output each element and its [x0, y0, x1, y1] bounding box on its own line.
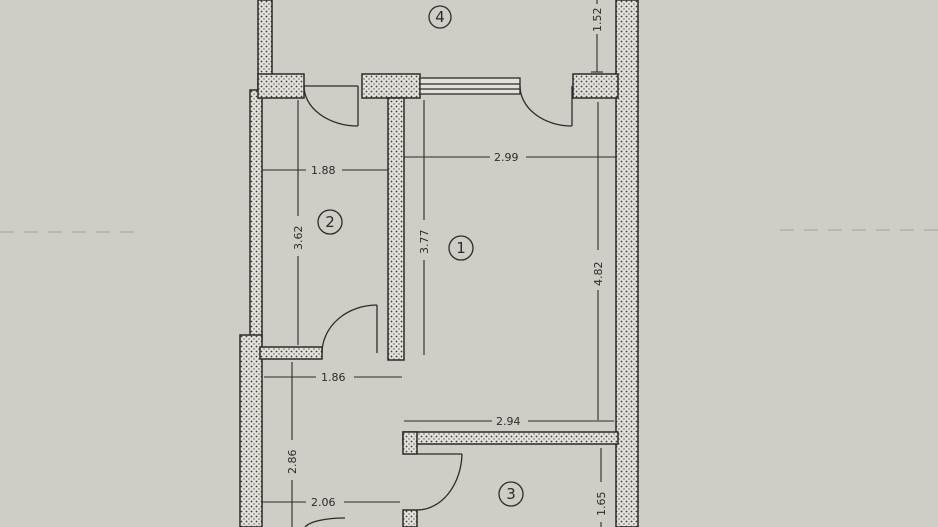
- svg-text:3: 3: [506, 485, 516, 503]
- dim-room1-width: 2.99: [494, 151, 519, 164]
- window-room1: [419, 77, 521, 95]
- reference-lines: [0, 229, 938, 233]
- room-1-label: 1: [448, 235, 474, 261]
- dim-hall-width-lower: 2.06: [311, 496, 336, 509]
- dim-hall-width-upper: 1.86: [321, 371, 346, 384]
- wall-top-room3: [402, 431, 619, 445]
- wall-top-left: [257, 73, 305, 99]
- wall-top-middle: [361, 73, 421, 99]
- wall-bottom-room2: [259, 346, 323, 360]
- doors: [303, 85, 573, 527]
- dim-room2-height: 3.62: [292, 226, 305, 251]
- dim-room4-height: 1.52: [591, 8, 604, 33]
- wall-left-room3-lower: [402, 509, 418, 527]
- room-4-label: 4: [428, 5, 452, 29]
- svg-text:4: 4: [435, 8, 445, 26]
- wall-outer-left-lower: [239, 334, 263, 527]
- dim-hall-height: 2.86: [286, 450, 299, 475]
- door-swing-room3: [416, 453, 463, 511]
- dim-room3-height: 1.65: [595, 492, 608, 517]
- wall-outer-left-room2: [249, 89, 263, 341]
- door-swing-room2-top: [303, 85, 359, 127]
- wall-top-right: [572, 73, 619, 99]
- dim-room1-height-left: 3.77: [418, 230, 431, 255]
- dim-room1-height-right: 4.82: [592, 262, 605, 287]
- wall-partition-2-1: [387, 97, 405, 361]
- door-swing-room1-top: [519, 85, 573, 127]
- door-swing-room2-bottom: [321, 304, 378, 354]
- room-labels: 4 2 1 3: [317, 5, 524, 507]
- room-3-label: 3: [498, 481, 524, 507]
- dim-room2-width: 1.88: [311, 164, 336, 177]
- svg-text:1: 1: [456, 239, 466, 257]
- dimension-labels: 1.52 1.88 3.62 2.99 3.77 4.82 1.86 2.94 …: [282, 4, 611, 522]
- wall-left-room3: [402, 431, 418, 455]
- svg-text:2: 2: [325, 213, 335, 231]
- dim-room1-width-lower: 2.94: [496, 415, 521, 428]
- room-2-label: 2: [317, 209, 343, 235]
- walls: [239, 0, 639, 527]
- wall-outer-right: [615, 0, 639, 527]
- door-swing-hall-bottom: [304, 517, 346, 527]
